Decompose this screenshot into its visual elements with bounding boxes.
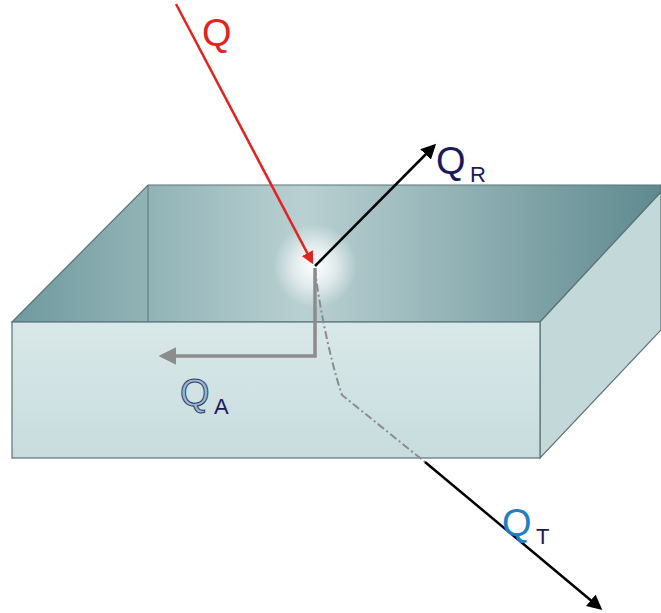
reflected-symbol: Q (436, 142, 466, 180)
transmitted-subscript: T (536, 526, 549, 548)
reflected-subscript: R (470, 164, 486, 186)
transmitted-path (315, 268, 425, 462)
absorbed-symbol: Q (180, 374, 210, 412)
absorbed-subscript: A (214, 396, 229, 418)
absorbed-arrow (162, 268, 315, 356)
slab-front (12, 322, 540, 458)
incident-symbol: Q (202, 14, 232, 52)
transmitted-symbol: Q (502, 504, 532, 542)
reflected-arrow (315, 146, 434, 266)
slab-right (540, 192, 661, 458)
slab-edge (148, 185, 149, 322)
incident-ray (176, 4, 312, 262)
transmitted-arrow (425, 462, 600, 608)
